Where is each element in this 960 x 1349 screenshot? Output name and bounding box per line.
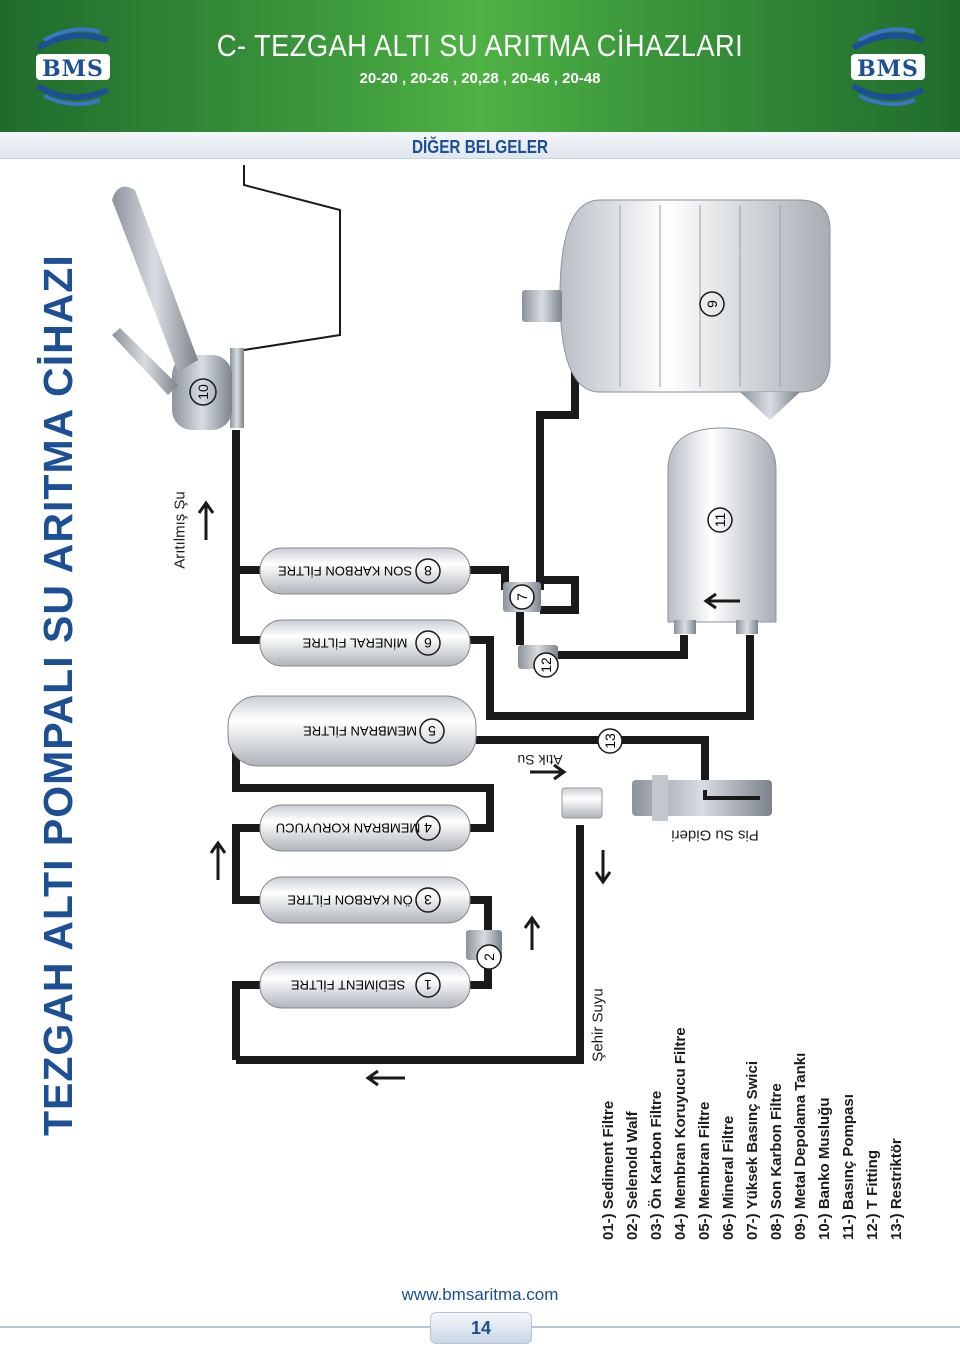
storage-tank: 9: [522, 199, 831, 420]
logo-text: BMS: [857, 56, 919, 82]
filter-1: 1 SEDİMENT FİLTRE: [259, 961, 471, 1009]
parts-legend: 01-) Sediment Filtre 02-) Selenold Walf …: [597, 1027, 909, 1240]
faucet: 10: [112, 186, 244, 430]
drain-label: Pis Su Gideri: [671, 827, 759, 844]
filter-4: 4 MEMBRAN KORUYUCU: [259, 804, 471, 852]
svg-text:11: 11: [712, 513, 728, 528]
svg-text:2: 2: [481, 953, 497, 961]
model-list: 20-20 , 20-26 , 20,28 , 20-46 , 20-48: [359, 70, 601, 87]
bms-logo-left: BMS: [30, 26, 116, 107]
drain-saddle: [632, 775, 772, 821]
legend-item: 04-) Membran Koruyucu Filtre: [672, 1027, 689, 1240]
page-number: 14: [430, 1312, 532, 1344]
legend-item: 12-) T Fitting: [864, 1150, 881, 1240]
logo-swoosh-icon: [36, 27, 110, 107]
legend-item: 05-) Membran Filtre: [696, 1101, 713, 1240]
svg-text:3: 3: [424, 892, 432, 908]
website-link[interactable]: www.bmsaritma.com: [401, 1285, 559, 1304]
filter-label: SON KARBON FİLTRE: [278, 564, 412, 579]
filter-3: 3 ÖN KARBON FİLTRE: [259, 876, 471, 924]
section-label: DİĞER BELGELER: [411, 137, 548, 157]
legend-item: 01-) Sediment Filtre: [600, 1100, 617, 1240]
filter-label: MEMBRAN FİLTRE: [303, 724, 417, 739]
svg-text:5: 5: [428, 723, 436, 739]
svg-text:8: 8: [424, 563, 432, 579]
booster-pump: 11: [667, 427, 777, 634]
legend-item: 06-) Mineral Filtre: [720, 1115, 737, 1240]
restrictor: 13: [597, 728, 623, 754]
solenoid-valve: 2: [466, 930, 502, 970]
logo-text: BMS: [42, 56, 104, 82]
legend-item: 08-) Son Karbon Filtre: [768, 1083, 785, 1240]
filter-8: 8 SON KARBON FİLTRE: [259, 547, 471, 595]
section-band: [0, 132, 960, 159]
flow-diagram: 10 8 SON KARBON FİLTRE 6 MİNERAL FİLTRE …: [112, 165, 831, 1087]
legend-item: 02-) Selenold Walf: [624, 1111, 641, 1240]
svg-text:4: 4: [424, 820, 432, 836]
filter-label: ÖN KARBON FİLTRE: [287, 893, 413, 908]
legend-item: 11-) Basınç Pompası: [840, 1094, 857, 1240]
t-fitting: 12: [518, 645, 559, 678]
countertop-outline: [243, 165, 341, 351]
flow-arrows: [197, 500, 612, 1087]
filter-6: 6 MİNERAL FİLTRE: [259, 619, 471, 667]
page-title: C- TEZGAH ALTI SU ARITMA CİHAZLARI: [216, 28, 744, 63]
svg-text:7: 7: [514, 593, 530, 601]
component-number: 10: [195, 384, 211, 400]
legend-item: 13-) Restriktör: [888, 1138, 905, 1240]
header-banner: BMS C- TEZGAH ALTI SU ARITMA CİHAZLARI 2…: [0, 0, 960, 132]
svg-text:13: 13: [602, 733, 618, 749]
filter-5: 5 MEMBRAN FİLTRE: [227, 695, 477, 767]
svg-text:1: 1: [424, 977, 432, 993]
svg-text:6: 6: [424, 635, 432, 651]
bms-logo-right: BMS: [845, 26, 931, 107]
filter-label: MİNERAL FİLTRE: [302, 636, 407, 651]
city-water-label: Şehir Suyu: [590, 988, 607, 1061]
waste-water-label: Atık Su: [517, 752, 562, 768]
legend-item: 03-) Ön Karbon Filtre: [648, 1090, 665, 1240]
svg-text:9: 9: [704, 300, 720, 308]
filter-label: SEDİMENT FİLTRE: [290, 978, 405, 993]
pressure-switch: 7: [503, 582, 541, 612]
legend-item: 10-) Banko Musluğu: [816, 1097, 833, 1240]
legend-item: 07-) Yüksek Basınç Swici: [744, 1061, 761, 1240]
svg-text:12: 12: [538, 657, 554, 673]
legend-item: 09-) Metal Depolama Tankı: [792, 1052, 809, 1240]
inlet-fitting: [561, 787, 603, 819]
logo-swoosh-icon: [851, 27, 925, 107]
treated-water-label: Arıtılmış Şu: [172, 491, 189, 569]
filter-label: MEMBRAN KORUYUCU: [276, 821, 420, 836]
